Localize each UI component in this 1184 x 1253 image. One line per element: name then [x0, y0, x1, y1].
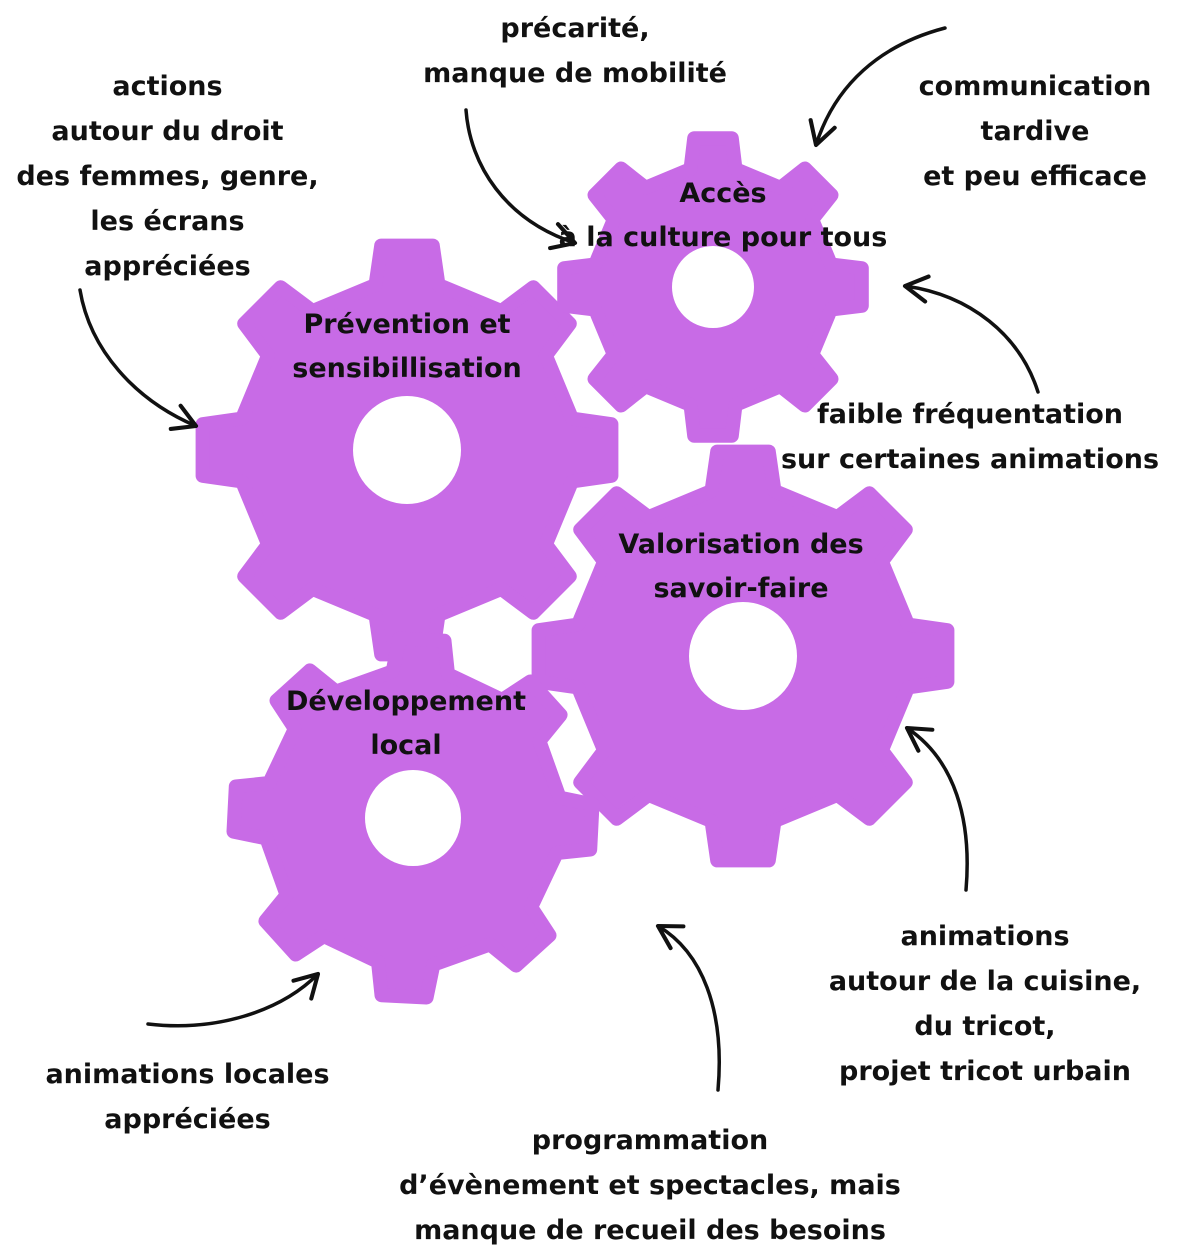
- gear-label-line: Valorisation des: [618, 529, 864, 560]
- note-line: manque de recueil des besoins: [414, 1215, 886, 1246]
- note-line: programmation: [531, 1125, 769, 1156]
- note-line: d’évènement et spectacles, mais: [399, 1170, 901, 1201]
- note-line: du tricot,: [914, 1011, 1056, 1042]
- note-precarite: précarité, manque de mobilité: [400, 6, 750, 96]
- note-line: communication: [918, 71, 1152, 102]
- note-line: autour du droit: [51, 116, 284, 147]
- note-locales: animations locales appréciées: [20, 1052, 355, 1142]
- gear-label-developpement: Développement local: [256, 680, 556, 768]
- note-line: appréciées: [104, 1104, 271, 1135]
- gear-label-line: sensibillisation: [292, 353, 522, 384]
- gear-acces-hole: [672, 246, 754, 328]
- note-line: les écrans: [90, 206, 245, 237]
- arrow-programmation: [655, 923, 721, 1092]
- gear-label-line: local: [370, 730, 442, 761]
- note-line: manque de mobilité: [423, 58, 727, 89]
- note-line: animations: [900, 921, 1070, 952]
- note-line: tardive: [980, 116, 1090, 147]
- note-cuisine: animations autour de la cuisine, du tric…: [805, 914, 1165, 1094]
- gear-valorisation-hole: [689, 602, 797, 710]
- gear-label-acces: Accès à la culture pour tous: [548, 172, 898, 260]
- note-line: sur certaines animations: [780, 444, 1160, 475]
- note-line: animations locales: [45, 1059, 330, 1090]
- gear-prevention-hole: [353, 396, 461, 504]
- note-frequentation: faible fréquentation sur certaines anima…: [760, 392, 1180, 482]
- arrow-communication: [808, 26, 947, 148]
- arrow-precarite: [464, 108, 578, 251]
- note-line: précarité,: [500, 13, 650, 44]
- note-programmation: programmation d’évènement et spectacles,…: [370, 1118, 930, 1253]
- note-line: et peu efficace: [923, 161, 1147, 192]
- arrow-cuisine: [904, 725, 969, 892]
- note-line: appréciées: [84, 251, 251, 282]
- note-line: faible fréquentation: [816, 399, 1124, 430]
- gear-label-line: Prévention et: [303, 309, 511, 340]
- note-line: autour de la cuisine,: [828, 966, 1142, 997]
- note-line: projet tricot urbain: [839, 1056, 1131, 1087]
- note-line: actions: [112, 71, 223, 102]
- note-actions: actions autour du droit des femmes, genr…: [0, 64, 335, 289]
- arrow-frequentation: [902, 274, 1040, 394]
- gear-label-prevention: Prévention et sensibillisation: [257, 303, 557, 391]
- gear-label-line: savoir-faire: [653, 573, 829, 604]
- arrow-locales: [146, 971, 321, 1028]
- gear-label-line: Développement: [286, 686, 526, 717]
- gear-label-line: Accès: [679, 178, 767, 209]
- note-communication: communication tardive et peu efficace: [890, 64, 1180, 199]
- gear-developpement-hole: [365, 770, 461, 866]
- note-line: des femmes, genre,: [16, 161, 319, 192]
- gear-label-valorisation: Valorisation des savoir-faire: [591, 523, 891, 611]
- gear-label-line: à la culture pour tous: [558, 222, 888, 253]
- arrow-actions: [78, 288, 199, 431]
